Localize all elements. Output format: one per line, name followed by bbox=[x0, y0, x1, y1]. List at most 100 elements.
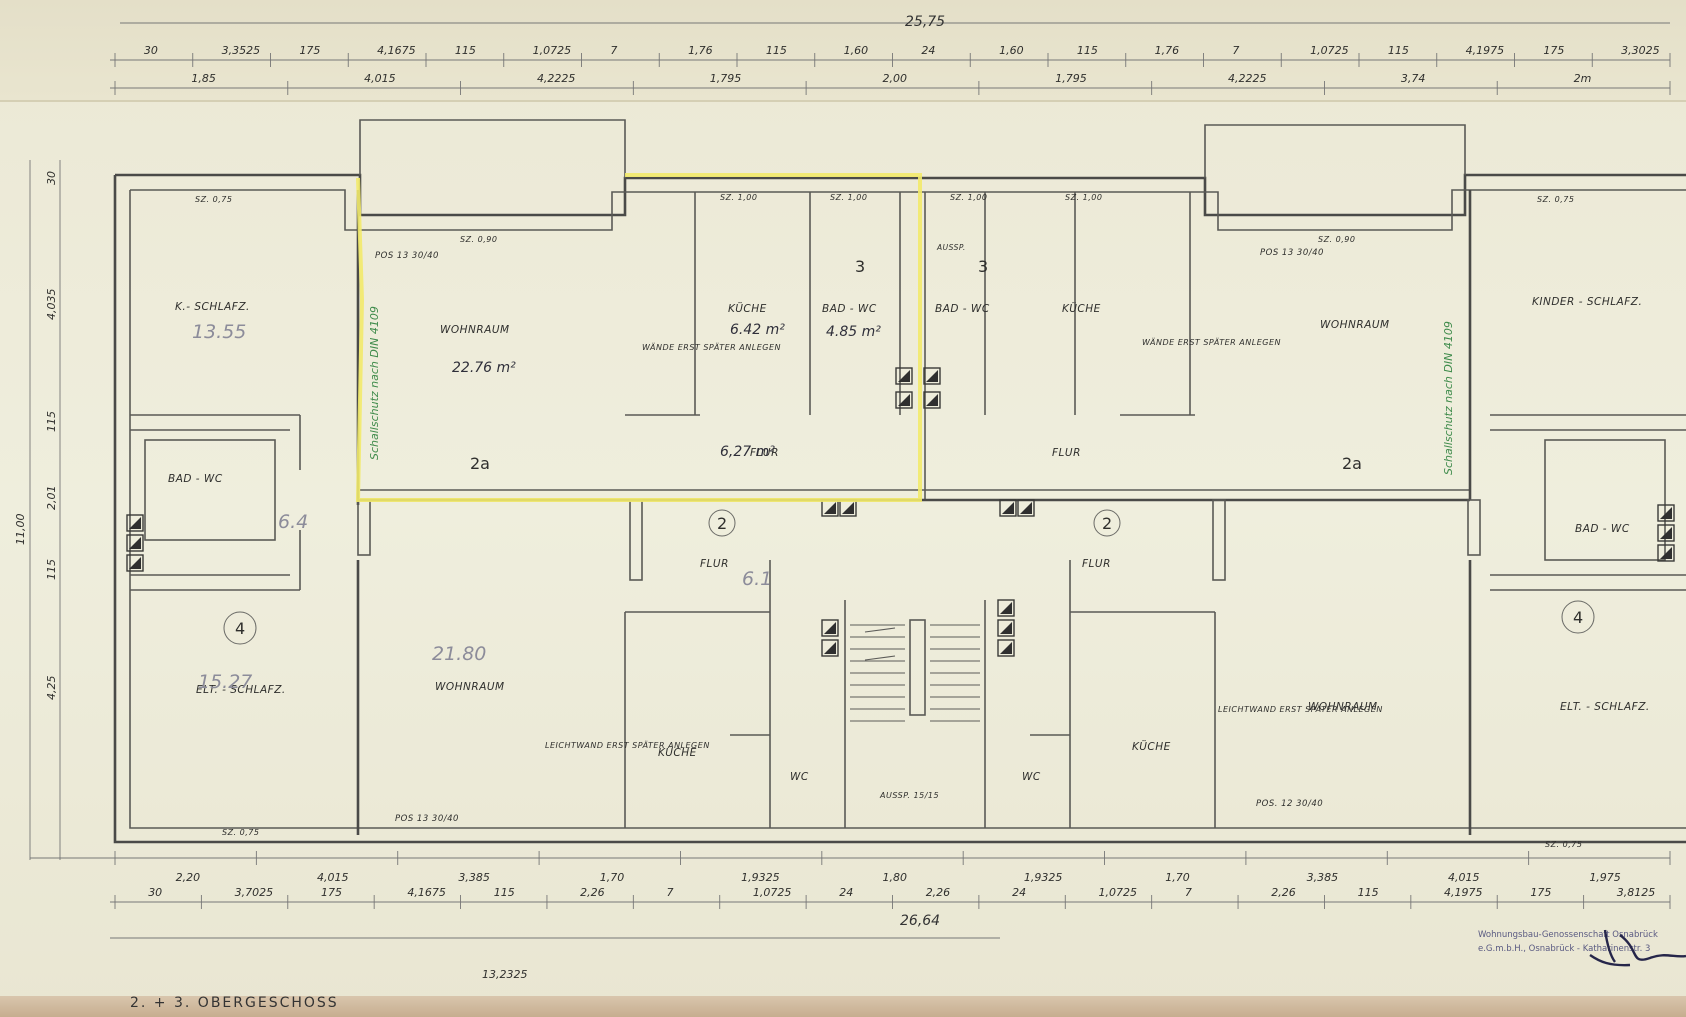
top-dim-row1-label-14: 7 bbox=[1232, 44, 1239, 57]
bottom-dim-row2-label-17: 3,8125 bbox=[1617, 886, 1656, 899]
shaft-box bbox=[997, 639, 1015, 657]
shaft-fill bbox=[1660, 547, 1672, 559]
top-dim-row1-label-10: 24 bbox=[921, 44, 935, 57]
shaft-box bbox=[1657, 544, 1675, 562]
room-label-bad-wc-top-left: BAD - WC bbox=[822, 303, 877, 315]
note-sz-075-bottom-right: SZ. 0,75 bbox=[1545, 840, 1582, 849]
shaft-box bbox=[999, 499, 1017, 517]
note-sz-100-c: SZ. 1,00 bbox=[950, 193, 987, 202]
top-dim-row1-label-0: 30 bbox=[144, 44, 158, 57]
room-label-wc-bottom-left: WC bbox=[790, 771, 809, 783]
structural-columns bbox=[357, 499, 1481, 581]
top-dim-row1-label-18: 175 bbox=[1543, 44, 1564, 57]
shaft-fill bbox=[824, 622, 836, 634]
shaft-box bbox=[1657, 504, 1675, 522]
bottom-dim-row2-label-14: 115 bbox=[1358, 886, 1379, 899]
top-dim-row1-label-15: 1,0725 bbox=[1310, 44, 1349, 57]
shaft-box bbox=[997, 599, 1015, 617]
shaft-fill bbox=[1002, 502, 1014, 514]
top-dim-row1-label-11: 1,60 bbox=[999, 44, 1024, 57]
room-label-wohnraum-top-right: WOHNRAUM bbox=[1320, 319, 1390, 331]
room-area-flur-bottom-left: 6.1 bbox=[742, 568, 772, 590]
shaft-box bbox=[997, 619, 1015, 637]
shaft-fill bbox=[842, 502, 854, 514]
marker-2a-right: 2a bbox=[1342, 454, 1362, 473]
bottom-dim-row1-label-8: 3,385 bbox=[1307, 871, 1339, 884]
note-leichtwand-right: LEICHTWAND ERST SPÄTER ANLEGEN bbox=[1218, 704, 1383, 714]
shaft-box bbox=[895, 391, 913, 409]
bottom-dim-row1-label-3: 1,70 bbox=[600, 871, 625, 884]
marker-circle-2-right bbox=[1093, 509, 1121, 537]
paper-bottom-edge bbox=[0, 996, 1686, 1017]
bottom-dim-row2-label-16: 175 bbox=[1530, 886, 1551, 899]
shaft-box bbox=[126, 534, 144, 552]
bottom-dim-row1-label-7: 1,70 bbox=[1165, 871, 1190, 884]
shaft-box bbox=[1017, 499, 1035, 517]
top-dim-row1-label-13: 1,76 bbox=[1155, 44, 1180, 57]
note-sz-right: SZ. 0,75 bbox=[1537, 195, 1574, 204]
shaft-fill bbox=[898, 370, 910, 382]
shaft-fill bbox=[129, 517, 141, 529]
bottom-dim-row1-label-0: 2,20 bbox=[176, 871, 201, 884]
green-note-left: Schallschutz nach DIN 4109 bbox=[368, 306, 381, 460]
note-pos13-left: POS 13 30/40 bbox=[375, 251, 439, 261]
bottom-dim-row1-label-9: 4,015 bbox=[1448, 871, 1480, 884]
room-area-bad-wc-left: 6.4 bbox=[278, 511, 308, 533]
paper-fold-band bbox=[0, 0, 1686, 102]
shaft-fill bbox=[926, 394, 938, 406]
marker-3-right: 3 bbox=[978, 257, 988, 276]
shaft-box bbox=[1657, 524, 1675, 542]
bottom-dim-row2-label-6: 7 bbox=[667, 886, 674, 899]
bottom-dim-row2-label-7: 1,0725 bbox=[753, 886, 792, 899]
bottom-dim-row1-label-6: 1,9325 bbox=[1024, 871, 1063, 884]
shaft-box bbox=[126, 554, 144, 572]
bottom-dim-row1-label-2: 3,385 bbox=[458, 871, 490, 884]
marker-2-right: 2 bbox=[1102, 514, 1112, 533]
top-dim-row1-label-5: 1,0725 bbox=[533, 44, 572, 57]
note-sz-100-d: SZ. 1,00 bbox=[1065, 193, 1102, 202]
top-dim-row1-label-9: 1,60 bbox=[844, 44, 869, 57]
bottom-dim-row1-label-10: 1,975 bbox=[1589, 871, 1621, 884]
left-dim-1: 4,035 bbox=[45, 289, 58, 321]
room-label-bad-wc-right: BAD - WC bbox=[1575, 523, 1630, 535]
approval-stamp: Wohnungsbau-Genossenschaft Osnabrück e.G… bbox=[1478, 929, 1686, 967]
left-dim-3: 2,01 bbox=[45, 486, 58, 511]
shaft-fill bbox=[824, 642, 836, 654]
left-dim-0: 30 bbox=[45, 171, 58, 185]
overall-left-dimension: 11,00 bbox=[14, 514, 27, 546]
room-label-wohnraum-top-left: WOHNRAUM bbox=[440, 324, 510, 336]
room-area-bad-wc-top-left: 4.85 m² bbox=[826, 324, 881, 340]
shaft-fill bbox=[1000, 622, 1012, 634]
top-dim-row2-label-5: 1,795 bbox=[1055, 72, 1087, 85]
note-sz-090-left: SZ. 0,90 bbox=[460, 235, 497, 244]
top-dim-row1-label-2: 175 bbox=[299, 44, 320, 57]
marker-4-left: 4 bbox=[235, 619, 245, 638]
room-area-elt-schlafz-left: 15.27 bbox=[198, 671, 252, 693]
bottom-dim-row2-label-4: 115 bbox=[494, 886, 515, 899]
room-label-kueche-bottom-right: KÜCHE bbox=[1132, 740, 1171, 753]
bottom-dim-row2-label-15: 4,1975 bbox=[1444, 886, 1483, 899]
top-dim-row2-label-8: 2m bbox=[1574, 72, 1592, 85]
shaft-fill bbox=[129, 537, 141, 549]
apartment-markers: 2a 3 3 2a 2 2 4 4 bbox=[223, 257, 1595, 645]
marker-2-left: 2 bbox=[717, 514, 727, 533]
bottom-dim-row2-label-2: 175 bbox=[321, 886, 342, 899]
shaft-box bbox=[923, 367, 941, 385]
top-dim-row1-label-19: 3,3025 bbox=[1621, 44, 1660, 57]
bottom-dim-row2-label-3: 4,1675 bbox=[407, 886, 446, 899]
room-label-kueche-top-left: KÜCHE bbox=[728, 302, 767, 315]
bottom-dim-row2-label-11: 1,0725 bbox=[1098, 886, 1137, 899]
room-area-wohnraum-top-left: 22.76 m² bbox=[452, 360, 516, 376]
note-pos13-right: POS 13 30/40 bbox=[1260, 248, 1324, 258]
shaft-fill bbox=[898, 394, 910, 406]
shaft-fill bbox=[1660, 527, 1672, 539]
note-pos13-bottom: POS 13 30/40 bbox=[395, 814, 459, 824]
bottom-dim-row2-label-1: 3,7025 bbox=[235, 886, 273, 899]
room-label-flur-bottom-left: FLUR bbox=[700, 558, 729, 570]
shaft-fill bbox=[1020, 502, 1032, 514]
note-waende-right: WÄNDE ERST SPÄTER ANLEGEN bbox=[1142, 337, 1281, 347]
note-sz-090-right: SZ. 0,90 bbox=[1318, 235, 1355, 244]
top-dim-row1-label-16: 115 bbox=[1388, 44, 1409, 57]
shaft-box bbox=[821, 639, 839, 657]
